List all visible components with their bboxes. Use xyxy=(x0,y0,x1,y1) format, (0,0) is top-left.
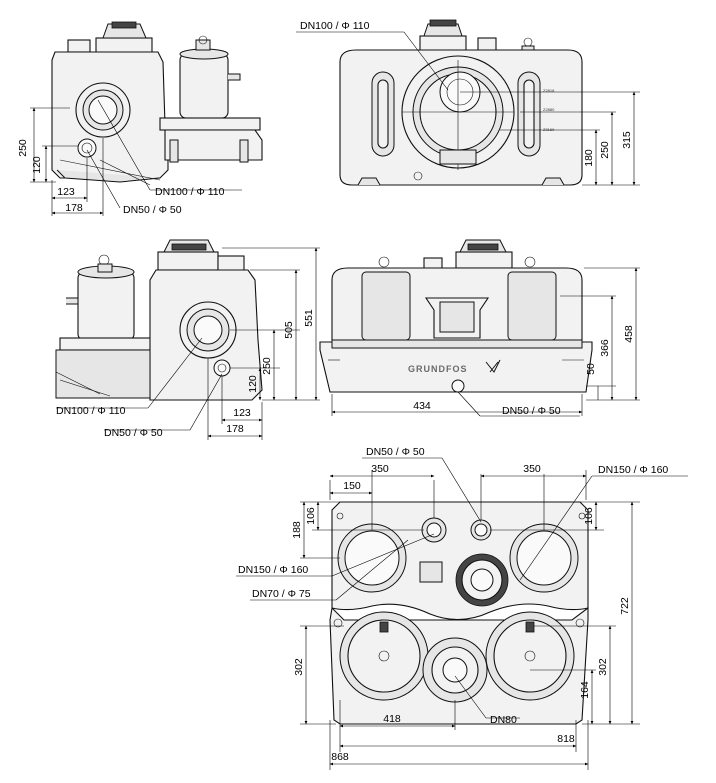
brand-logo-icon xyxy=(485,359,501,373)
dim-350-right: 350 xyxy=(523,463,541,475)
label-dn50: DN50 / Φ 50 xyxy=(123,204,182,216)
view-side-top-left: 250 120 123 178 DN100 / Φ 110 DN50 / Φ 5… xyxy=(17,21,263,216)
view-plan-bottom: DN50 / Φ 50 DN150 / Φ 160 DN150 / Φ 160 … xyxy=(236,446,688,770)
dim-50: 50 xyxy=(585,363,597,375)
view-side-middle-left: DN100 / Φ 110 DN50 / Φ 50 505 551 250 12… xyxy=(55,239,320,440)
dim-150: 150 xyxy=(343,480,361,492)
dim-315: 315 xyxy=(621,131,633,149)
dim-123-mid: 123 xyxy=(233,407,251,419)
dim-250: 250 xyxy=(17,139,29,157)
dim-551: 551 xyxy=(303,309,315,327)
label-dn100: DN100 / Φ 110 xyxy=(155,186,225,198)
dim-434: 434 xyxy=(413,400,431,412)
label-dn80: DN80 xyxy=(490,714,517,726)
label-dn50-plan: DN50 / Φ 50 xyxy=(366,446,425,458)
mark-z2880: Z2880 xyxy=(543,107,555,112)
mark-z2818: Z2818 xyxy=(543,88,555,93)
dim-120: 120 xyxy=(31,156,43,174)
dim-418: 418 xyxy=(383,713,401,725)
mark-z2160: Z2160 xyxy=(543,127,555,132)
label-dn100-mid: DN100 / Φ 110 xyxy=(56,405,126,417)
dim-180: 180 xyxy=(583,149,595,167)
dim-106-right: 106 xyxy=(583,507,595,525)
dim-178: 178 xyxy=(65,202,83,214)
dim-250-mid: 250 xyxy=(261,357,273,375)
dim-350-left: 350 xyxy=(371,463,389,475)
brand-grundfos: GRUNDFOS xyxy=(408,364,468,374)
dim-818: 818 xyxy=(557,733,575,745)
label-dn150-left: DN150 / Φ 160 xyxy=(238,564,308,576)
view-front-top-right: Z2818 Z2880 Z2160 DN100 / Φ 110 180 250 … xyxy=(296,19,640,186)
dim-120-mid: 120 xyxy=(247,375,259,393)
dim-505: 505 xyxy=(283,321,295,339)
dim-366: 366 xyxy=(599,339,611,357)
label-dn150-right: DN150 / Φ 160 xyxy=(598,464,668,476)
dim-302-right: 302 xyxy=(597,658,609,676)
label-dn50-front: DN50 / Φ 50 xyxy=(502,405,561,417)
dim-302-left: 302 xyxy=(293,658,305,676)
dim-868: 868 xyxy=(331,751,349,763)
dim-178-mid: 178 xyxy=(226,423,244,435)
dim-250-front: 250 xyxy=(599,141,611,159)
view-front-middle-right: GRUNDFOS 458 366 50 434 DN50 / Φ 50 xyxy=(319,239,640,417)
dim-106-left: 106 xyxy=(305,507,317,525)
label-dn70: DN70 / Φ 75 xyxy=(252,588,311,600)
dim-123: 123 xyxy=(57,186,75,198)
dim-458: 458 xyxy=(623,325,635,343)
dim-188: 188 xyxy=(291,521,303,539)
dim-164: 164 xyxy=(579,681,591,699)
dim-722: 722 xyxy=(619,597,631,615)
label-dn100-front: DN100 / Φ 110 xyxy=(300,20,370,32)
label-dn50-mid: DN50 / Φ 50 xyxy=(104,427,163,439)
